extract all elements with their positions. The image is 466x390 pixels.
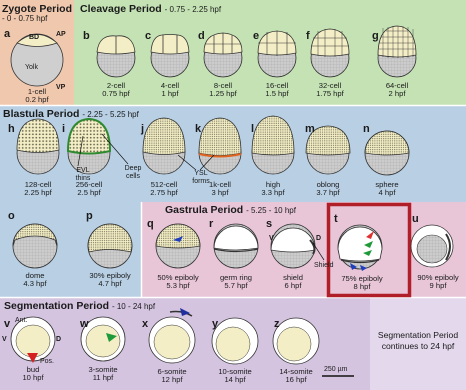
panel-letter-h: h [8,123,15,135]
deep-cells-label: Deep cells [122,165,144,180]
panel-letter-f: f [306,30,310,42]
cleavage-period-title: Cleavage Period - 0.75 - 2.25 hpf [80,4,221,16]
panel-letter-a: a [4,28,10,40]
panel-letter-k: k [195,123,201,135]
panel-letter-n: n [363,123,370,135]
embryo-l-high [252,116,294,174]
scale-bar-label: 250 µm [324,366,348,374]
segmentation-continues-note: Segmentation Period continues to 24 hpf [374,330,462,351]
embryo-f-32-cell [311,29,349,77]
embryo-h-128-cell [17,119,59,174]
embryo-i-256-cell [68,119,110,174]
panel-letter-s: s [266,218,272,230]
blastula-period-title: Blastula Period - 2.25 - 5.25 hpf [3,109,139,121]
embryo-e-16-cell [258,31,296,77]
panel-letter-t: t [334,213,338,225]
segmentation-period-title: Segmentation Period - 10 - 24 hpf [4,301,155,313]
yolk-label: Yolk [25,64,38,72]
gastrula-period-title: Gastrula Period - 5.25 - 10 hpf [165,205,296,217]
panel-letter-c: c [145,30,151,42]
embryo-b-2-cell [97,36,135,77]
panel-letter-g: g [372,30,379,42]
panel-letter-d: d [198,30,205,42]
embryo-u-90-epiboly [411,225,453,267]
embryo-p-30-epiboly [88,224,132,268]
panel-letter-u: u [412,213,419,225]
posterior-label: Pos. [40,358,54,366]
panel-letter-p: p [86,210,93,222]
embryo-o-dome [13,224,57,268]
panel-letter-l: l [251,123,254,135]
bd-label: BD [29,34,39,42]
caption-j: 512-cell2.75 hpf [150,181,177,198]
embryo-d-8-cell [204,33,242,77]
anterior-label: Ant. [15,317,27,325]
ap-label: AP [56,31,66,39]
embryo-a-1-cell [11,34,63,86]
panel-letter-x: x [142,318,148,330]
embryo-n-sphere [365,131,409,175]
embryo-r-germ-ring [214,224,258,268]
panel-letter-i: i [62,123,65,135]
panel-letter-e: e [253,30,259,42]
embryo-c-4-cell [151,35,189,78]
embryo-k-1k-cell [199,118,241,174]
panel-letter-y: y [212,318,218,330]
vp-label: VP [56,84,65,92]
panel-letter-z: z [274,318,280,330]
embryo-g-64-cell [378,26,416,77]
embryo-s-shield [271,224,315,268]
panel-letter-o: o [8,210,15,222]
dorsal-label-v: D [56,336,61,344]
shield-label: Shield [314,262,333,270]
ventral-label-v: V [2,336,7,344]
panel-letter-m: m [305,123,315,135]
embryo-y-10-somite [212,318,258,364]
panel-letter-v: v [4,318,10,330]
panel-letter-w: w [80,318,89,330]
panel-letter-b: b [83,30,90,42]
embryo-j-512-cell [143,118,185,174]
zygote-period-range: - 0 - 0.75 hpf [2,15,47,24]
panel-letter-r: r [209,218,213,230]
dorsal-label-s: D [316,235,321,243]
panel-letter-q: q [147,218,154,230]
ventral-label-s: V [269,235,274,243]
panel-letter-j: j [141,123,144,135]
embryo-q-50-epiboly [156,224,200,268]
